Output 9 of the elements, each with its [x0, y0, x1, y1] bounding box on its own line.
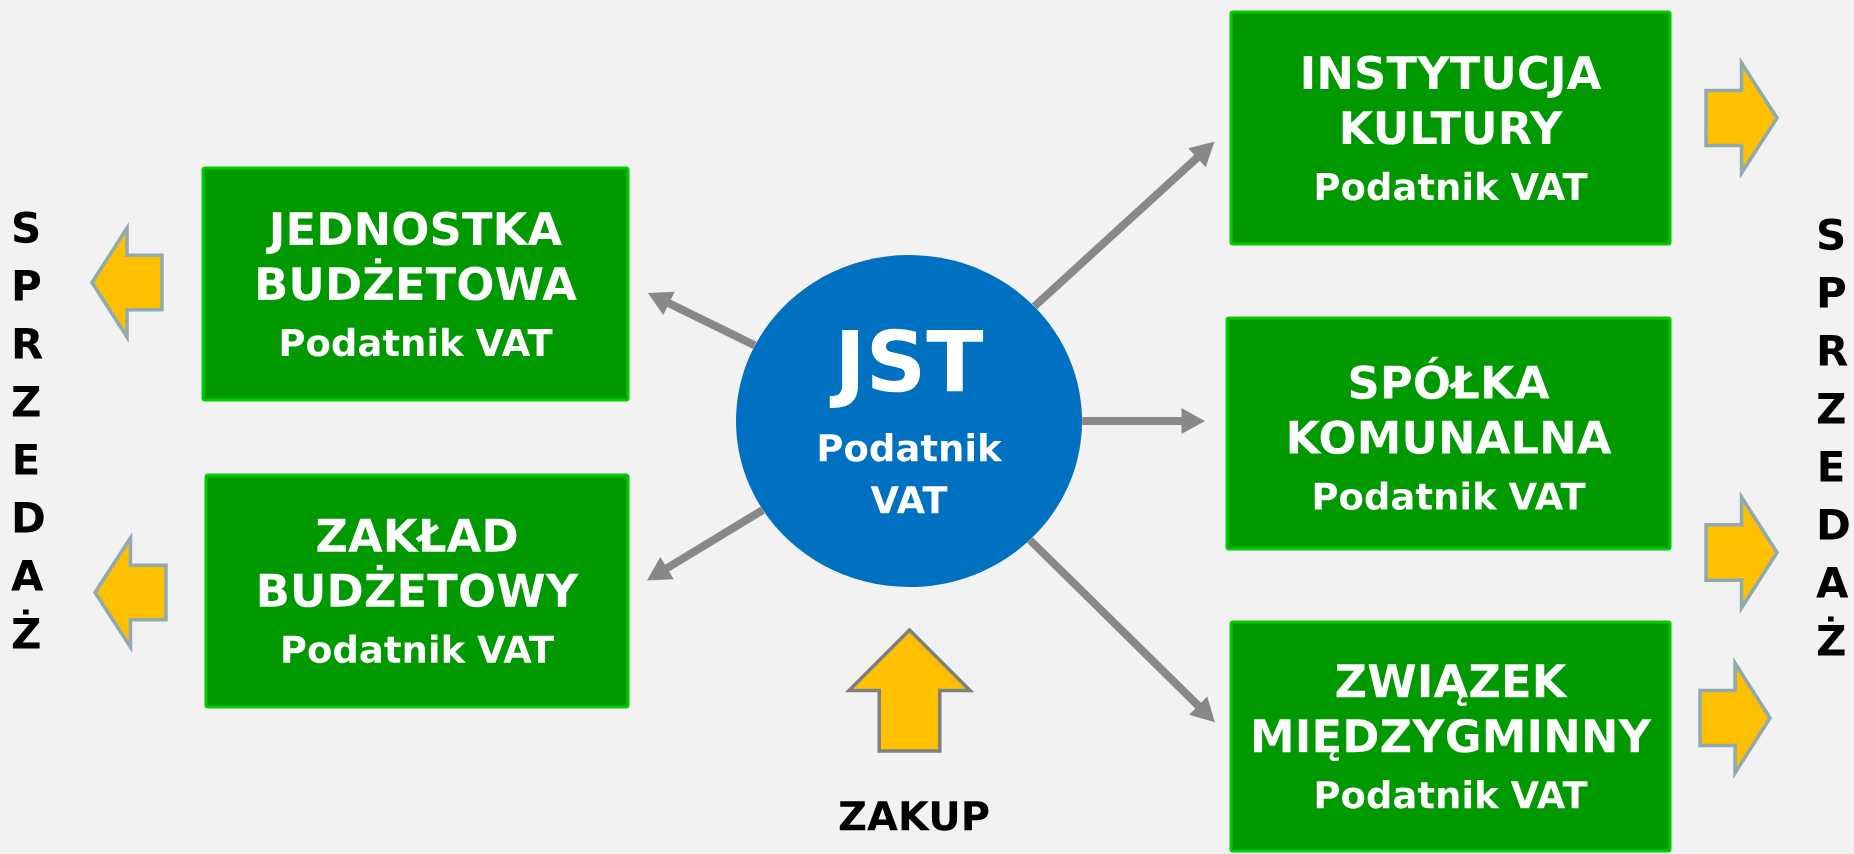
- process-box: JEDNOSTKA BUDŻETOWA Podatnik VAT: [201, 166, 630, 402]
- vertical-label: SPRZEDAŻ: [1816, 218, 1849, 656]
- process-box: ZAKŁAD BUDŻETOWY Podatnik VAT: [204, 473, 630, 709]
- vertical-label: SPRZEDAŻ: [11, 211, 44, 649]
- process-box: SPÓŁKA KOMUNALNA Podatnik VAT: [1225, 316, 1672, 551]
- process-box: INSTYTUCJA KULTURY Podatnik VAT: [1229, 10, 1672, 246]
- process-box: ZWIĄZEK MIĘDZYGMINNY Podatnik VAT: [1229, 620, 1672, 853]
- circle-node: JST Podatnik VAT: [736, 255, 1082, 587]
- label: ZAKUP: [839, 801, 989, 831]
